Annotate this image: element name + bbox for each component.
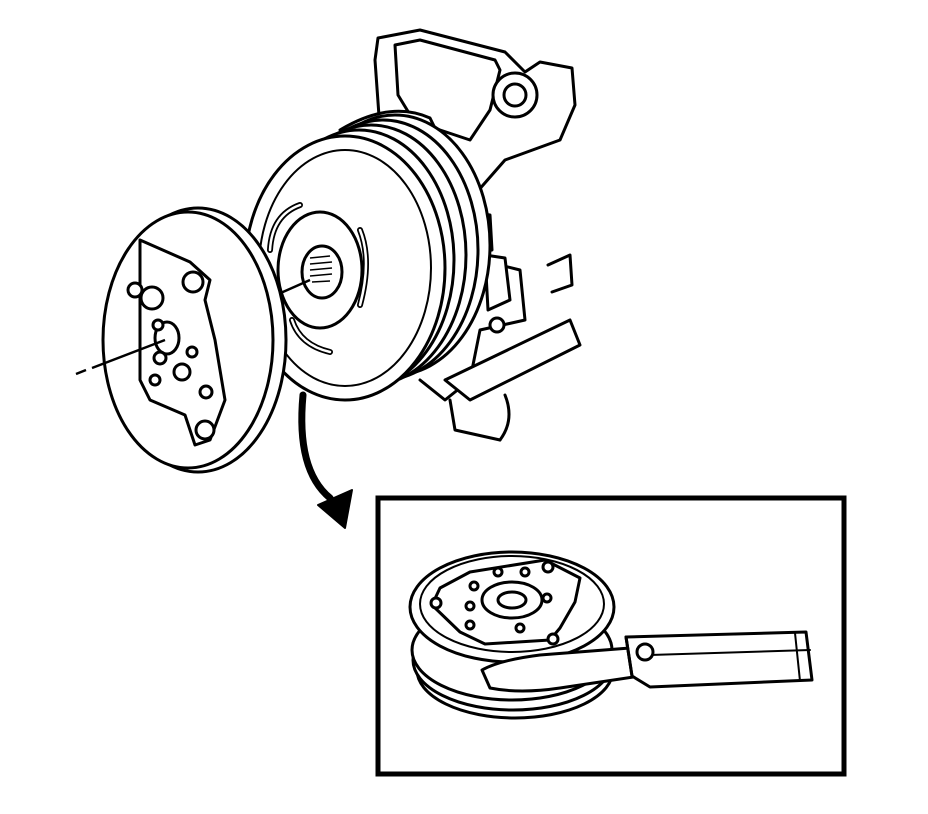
inset-pulley [410, 552, 614, 718]
plate-centerline-dash [76, 370, 86, 374]
inset-holding-tool [482, 632, 812, 691]
pulley [245, 115, 490, 400]
detail-inset [378, 498, 844, 774]
clutch-plate [103, 208, 286, 472]
plate-centerline [92, 340, 165, 368]
curved-arrow-icon [302, 395, 352, 528]
